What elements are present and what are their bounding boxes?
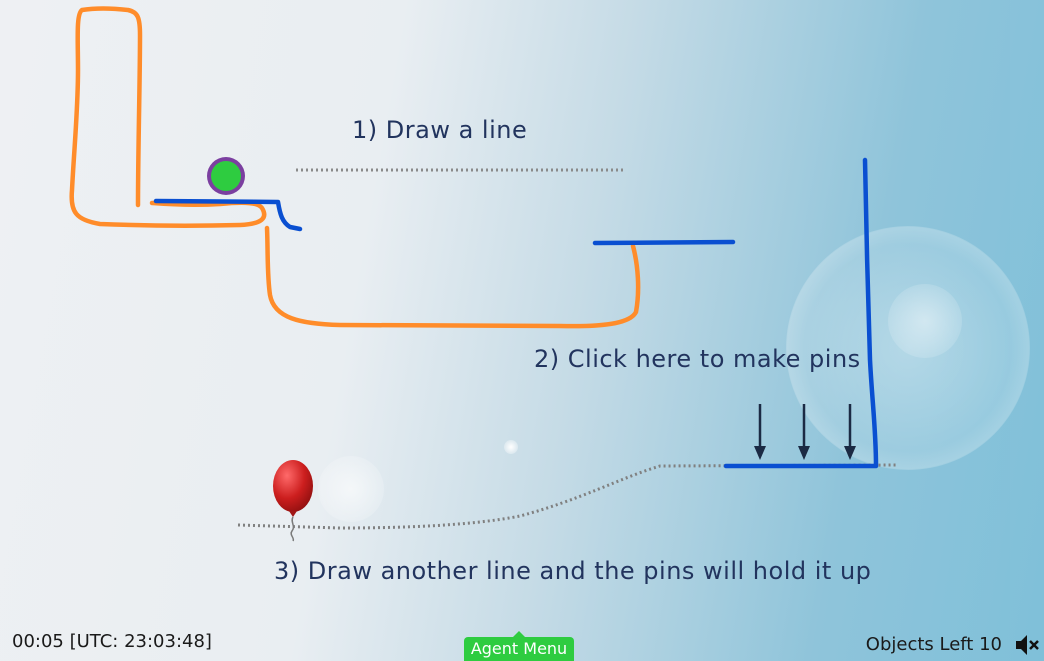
- down-arrow-icon[interactable]: [844, 404, 856, 460]
- blue-drawn-line-ledge: [153, 198, 303, 232]
- blue-drawn-line-right-wall: [723, 157, 879, 469]
- speaker-muted-icon: [1016, 635, 1039, 655]
- agent-menu-button[interactable]: Agent Menu: [464, 631, 574, 661]
- instruction-step-3: 3) Draw another line and the pins will h…: [274, 557, 872, 585]
- mute-button[interactable]: [1014, 632, 1040, 658]
- orange-drawn-line-wall: [69, 6, 267, 228]
- pin-arrows[interactable]: [754, 404, 856, 460]
- orange-drawn-line-basin: [264, 225, 641, 329]
- timer-readout: 00:05 [UTC: 23:03:48]: [12, 631, 212, 652]
- instruction-step-1: 1) Draw a line: [352, 116, 528, 144]
- down-arrow-icon[interactable]: [754, 404, 766, 460]
- down-arrow-icon[interactable]: [798, 404, 810, 460]
- instruction-step-2: 2) Click here to make pins: [534, 345, 861, 373]
- blue-drawn-line-platform: [592, 239, 736, 246]
- objects-left-counter: Objects Left 10: [865, 634, 1002, 655]
- dotted-guide-line-bottom: [237, 463, 897, 530]
- ball-object: [207, 157, 245, 195]
- balloon-icon: [273, 460, 313, 542]
